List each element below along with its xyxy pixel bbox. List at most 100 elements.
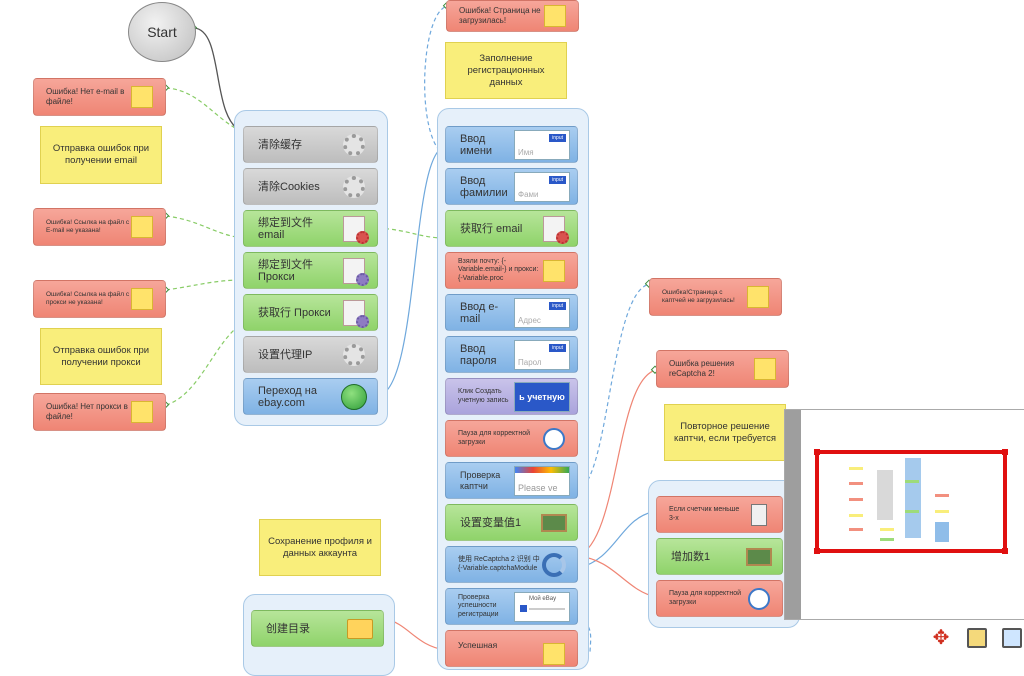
- input-tag: input: [549, 175, 566, 184]
- node-check-registration[interactable]: Проверка успешности регистрации Мой eBay: [445, 588, 578, 625]
- node-label: Взяли почту: {-Variable.email-} и прокси…: [458, 257, 539, 282]
- node-label: Проверка успешности регистрации: [458, 593, 499, 618]
- board-icon: [746, 544, 772, 570]
- captcha-text: Please ve: [518, 482, 558, 493]
- node-clear-cookies[interactable]: 清除Cookies: [243, 168, 378, 205]
- input-tag: input: [549, 343, 566, 352]
- node-set-variable-1[interactable]: 设置变量值1: [445, 504, 578, 541]
- document-icon: [341, 215, 369, 244]
- document-purple-icon: [341, 257, 369, 286]
- node-label: 获取行 email: [460, 222, 523, 235]
- error-text: Ошибка! Ссылка на файл с прокси не указа…: [46, 291, 130, 306]
- node-label: 使用 ReCaptcha 2 识别 中 {-Variable.captchaMo…: [458, 556, 540, 572]
- comment-fill-form[interactable]: Заполнение регистрационных данных: [445, 42, 567, 99]
- node-pause-load[interactable]: Пауза для корректной загрузки: [445, 420, 578, 457]
- node-check-captcha[interactable]: Проверка каптчи Please ve: [445, 462, 578, 499]
- node-get-proxy-line[interactable]: 获取行 Прокси: [243, 294, 378, 331]
- error-no-email[interactable]: Ошибка! Нет e-mail в файле!: [33, 78, 166, 116]
- node-create-directory[interactable]: 创建目录: [251, 610, 384, 647]
- minimap-scrollbar[interactable]: [785, 410, 801, 619]
- node-if-counter-less-3[interactable]: Если счетчик меньше 3-х: [656, 496, 783, 533]
- note-icon: [541, 641, 567, 666]
- node-label: Успешная: [458, 640, 498, 650]
- error-text: Ошибка! Нет прокси в файле!: [46, 402, 128, 421]
- node-label: 绑定到文件 email: [258, 216, 313, 241]
- gear-icon: [341, 342, 367, 368]
- error-text: Ошибка!Страница с каптчей не загрузилась…: [662, 289, 735, 304]
- note-icon: [754, 358, 776, 380]
- node-label: 创建目录: [266, 622, 310, 635]
- node-goto-ebay[interactable]: Переход на ebay.com: [243, 378, 378, 415]
- move-icon[interactable]: ✥: [932, 627, 950, 649]
- folder-icon: [347, 616, 373, 642]
- error-no-proxy[interactable]: Ошибка! Нет прокси в файле!: [33, 393, 166, 431]
- hourglass-icon[interactable]: [963, 624, 991, 652]
- node-label: Если счетчик меньше 3-х: [669, 506, 740, 522]
- node-clear-cache[interactable]: 清除缓存: [243, 126, 378, 163]
- node-label: 绑定到文件 Прокси: [258, 258, 313, 283]
- gear-icon: [341, 174, 367, 200]
- node-bind-proxy-file[interactable]: 绑定到文件 Прокси: [243, 252, 378, 289]
- node-label: Пауза для корректной загрузки: [458, 430, 531, 446]
- comment-email-errors[interactable]: Отправка ошибок при получении email: [40, 126, 162, 184]
- node-label: Ввод пароля: [460, 342, 497, 367]
- error-text: Ошибка! Нет e-mail в файле!: [46, 87, 125, 106]
- input-placeholder: Фами: [518, 189, 539, 199]
- node-increment-1[interactable]: 增加数1: [656, 538, 783, 575]
- lcd-icon: [746, 502, 772, 528]
- node-label: Переход на ebay.com: [258, 384, 317, 409]
- node-label: Ввод фамилии: [460, 174, 508, 199]
- recaptcha-icon: [541, 552, 567, 578]
- node-label: 清除Cookies: [258, 180, 320, 193]
- preview-title: Мой eBay: [529, 595, 557, 602]
- start-node[interactable]: Start: [128, 2, 196, 62]
- minimap-viewport[interactable]: [814, 449, 1008, 554]
- node-label: 增加数1: [671, 550, 711, 563]
- node-label: Ввод e-mail: [460, 300, 499, 325]
- globe-icon: [341, 383, 367, 410]
- clock-icon: [746, 586, 772, 612]
- node-get-email-line[interactable]: 获取行 email: [445, 210, 578, 247]
- page-preview: Мой eBay: [514, 591, 570, 622]
- node-label: 设置代理IP: [258, 348, 313, 361]
- node-success[interactable]: Успешная: [445, 630, 578, 667]
- node-click-create-account[interactable]: Клик Создать учетную запись ь учетную: [445, 378, 578, 415]
- comment-save-profile[interactable]: Сохранение профиля и данных аккаунта: [259, 519, 381, 576]
- error-recaptcha-fail[interactable]: Ошибка решения reCaptcha 2!: [656, 350, 789, 388]
- node-label: Проверка каптчи: [460, 469, 501, 491]
- note-icon: [131, 288, 153, 310]
- board-icon: [541, 510, 567, 536]
- node-recaptcha-solve[interactable]: 使用 ReCaptcha 2 识别 中 {-Variable.captchaMo…: [445, 546, 578, 583]
- input-placeholder: Имя: [518, 147, 534, 157]
- comment-retry-captcha[interactable]: Повторное решение каптчи, если требуется: [664, 404, 786, 461]
- node-label: Пауза для корректной загрузки: [669, 590, 742, 606]
- fullscreen-icon[interactable]: [998, 624, 1024, 652]
- error-captcha-page[interactable]: Ошибка!Страница с каптчей не загрузилась…: [649, 278, 782, 316]
- note-icon: [131, 401, 153, 423]
- button-preview: ь учетную: [514, 381, 570, 412]
- node-log-email-proxy[interactable]: Взяли почту: {-Variable.email-} и прокси…: [445, 252, 578, 289]
- captcha-preview: Please ve: [514, 465, 570, 496]
- error-email-link[interactable]: Ошибка! Ссылка на файл с E-mail не указа…: [33, 208, 166, 246]
- node-label: 清除缓存: [258, 138, 302, 151]
- error-page-not-loaded[interactable]: Ошибка! Страница не загрузилась!: [446, 0, 579, 32]
- error-proxy-link[interactable]: Ошибка! Ссылка на файл с прокси не указа…: [33, 280, 166, 318]
- note-icon: [544, 5, 566, 27]
- error-text: Ошибка! Ссылка на файл с E-mail не указа…: [46, 219, 130, 234]
- input-placeholder: Парол: [518, 357, 542, 367]
- node-pause-load-2[interactable]: Пауза для корректной загрузки: [656, 580, 783, 617]
- input-placeholder: Адрес: [518, 315, 541, 325]
- error-text: Ошибка! Страница не загрузилась!: [459, 6, 541, 25]
- note-icon: [131, 86, 153, 108]
- minimap[interactable]: [784, 409, 1024, 620]
- node-bind-email-file[interactable]: 绑定到文件 email: [243, 210, 378, 247]
- node-set-proxy[interactable]: 设置代理IP: [243, 336, 378, 373]
- note-icon: [131, 216, 153, 238]
- comment-proxy-errors[interactable]: Отправка ошибок при получении прокси: [40, 328, 162, 385]
